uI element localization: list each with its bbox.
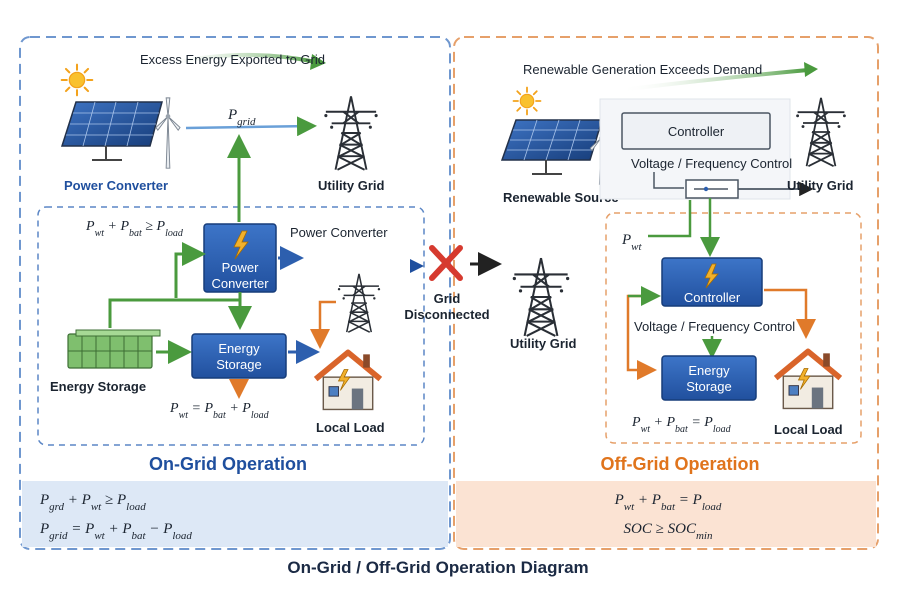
on-grid-converter-box-line2: Converter bbox=[211, 276, 269, 291]
diagram-title: On-Grid / Off-Grid Operation Diagram bbox=[287, 558, 588, 577]
off-grid-panel-eq1: Pwt + Pbat = Pload bbox=[614, 492, 722, 513]
off-grid-controller-top-box bbox=[621, 112, 771, 150]
export-arrow bbox=[159, 52, 317, 68]
off-grid-top-arrow bbox=[619, 68, 809, 92]
storage-bus-line bbox=[108, 298, 240, 328]
tower-to-load-line bbox=[310, 300, 336, 349]
on-grid-equation-panel bbox=[22, 481, 448, 547]
off-grid-storage-box-line2: Storage bbox=[686, 379, 732, 394]
off-grid-controller-bolt-icon bbox=[704, 263, 719, 289]
grid-export-flow-arrowhead bbox=[410, 259, 424, 273]
off-grid-house-icon bbox=[776, 351, 841, 408]
off-grid-local-load-label: Local Load bbox=[774, 422, 843, 437]
on-grid-storage-box-line1: Energy bbox=[218, 341, 260, 356]
on-grid-converter-bolt-icon bbox=[233, 230, 249, 260]
off-grid-controller-top-label: Controller bbox=[668, 124, 725, 139]
on-grid-equation-mid: Pwt = Pbat + Pload bbox=[169, 401, 270, 421]
off-grid-energy-storage-box bbox=[661, 355, 757, 401]
off-grid-control-line bbox=[653, 172, 684, 189]
solar-panel-icon bbox=[60, 101, 163, 161]
off-grid-panel-eq2: SOC ≥ SOCmin bbox=[624, 521, 713, 542]
p-grid-label: Pgrid bbox=[227, 107, 256, 128]
off-grid-controller-box-label: Controller bbox=[684, 290, 741, 305]
on-grid-panel-eq2: Pgrid = Pwt + Pbat − Pload bbox=[39, 521, 192, 542]
off-grid-utility-tower-icon bbox=[795, 96, 847, 168]
on-grid-utility-tower-icon bbox=[323, 95, 379, 171]
on-grid-storage-label: Energy Storage bbox=[50, 379, 146, 394]
on-grid-storage-box-line2: Storage bbox=[216, 357, 262, 372]
off-grid-equation-mid: Pwt + Pbat = Pload bbox=[631, 415, 732, 435]
p-wt-feed-line bbox=[648, 200, 692, 238]
off-grid-frame bbox=[453, 36, 879, 550]
off-grid-sun-icon bbox=[512, 86, 542, 116]
off-grid-vf-mid-label: Voltage / Frequency Control bbox=[634, 319, 795, 334]
off-grid-inner-frame bbox=[605, 212, 862, 444]
off-grid-vf-top-label: Voltage / Frequency Control bbox=[631, 156, 792, 171]
grid-disconnected-line1: Grid bbox=[434, 291, 461, 306]
on-grid-utility-grid-label: Utility Grid bbox=[318, 178, 385, 193]
battery-bank-icon bbox=[67, 329, 161, 369]
export-arrowhead bbox=[310, 54, 326, 70]
on-grid-inequality-top: Pwt + Pbat ≥ Pload bbox=[85, 219, 184, 239]
on-grid-converter-box-line1: Power bbox=[222, 260, 260, 275]
on-grid-heading: On-Grid Operation bbox=[149, 454, 307, 474]
off-grid-top-arrowhead bbox=[804, 62, 818, 77]
off-grid-source-label: Renewable Source bbox=[503, 190, 619, 205]
p-grid-flow-arrow bbox=[185, 116, 317, 137]
on-grid-local-load-label: Local Load bbox=[316, 420, 385, 435]
off-grid-top-caption: Renewable Generation Exceeds Demand bbox=[523, 62, 762, 77]
on-grid-local-tower-icon bbox=[337, 273, 381, 333]
switch-icon[interactable] bbox=[685, 179, 739, 199]
off-grid-controller-box bbox=[661, 257, 763, 307]
on-grid-house-icon bbox=[316, 352, 381, 409]
on-grid-frame bbox=[19, 36, 451, 550]
off-grid-utility-grid-label: Utility Grid bbox=[787, 178, 854, 193]
on-grid-energy-storage-box bbox=[191, 333, 287, 379]
controller-to-load-arrow bbox=[764, 288, 816, 339]
off-grid-solar-panel-icon bbox=[500, 119, 604, 175]
off-grid-storage-box-line1: Energy bbox=[688, 363, 730, 378]
off-grid-p-wt-label: Pwt bbox=[621, 232, 643, 253]
disconnect-x-icon bbox=[429, 245, 463, 281]
converter-feed-left-line bbox=[174, 242, 206, 298]
on-grid-top-caption: Excess Energy Exported to Grid bbox=[140, 52, 325, 67]
transition-utility-grid-label: Utility Grid bbox=[510, 336, 577, 351]
on-grid-panel-eq1: Pgrd + Pwt ≥ Pload bbox=[39, 492, 146, 513]
transition-utility-tower-icon bbox=[511, 256, 571, 338]
on-grid-converter-caption: Power Converter bbox=[290, 225, 388, 240]
sun-icon bbox=[60, 63, 94, 97]
on-grid-source-label: Power Converter bbox=[64, 178, 168, 193]
off-grid-equation-panel bbox=[456, 481, 876, 547]
grid-disconnected-line2: Disconnected bbox=[404, 307, 489, 322]
off-grid-heading: Off-Grid Operation bbox=[601, 454, 760, 474]
